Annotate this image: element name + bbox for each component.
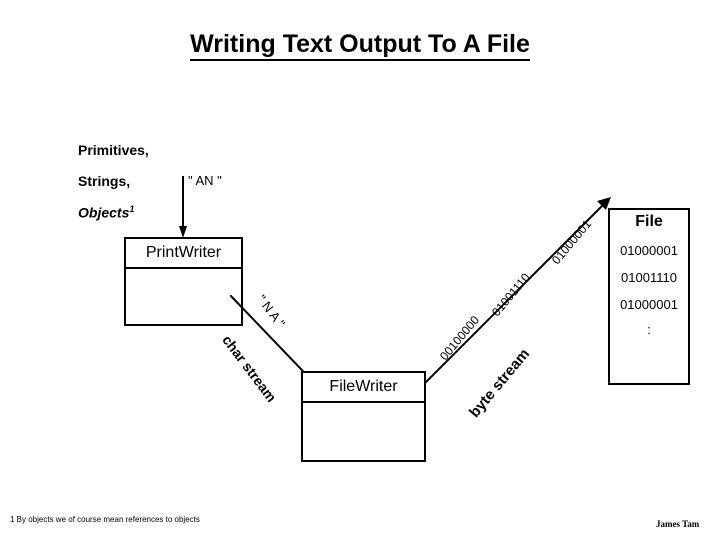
class-box-filewriter-body — [303, 403, 424, 460]
source-label-primitives: Primitives, — [78, 142, 149, 158]
source-label-strings: Strings, — [78, 173, 131, 189]
arrow-down-icon — [179, 176, 187, 238]
file-box-title: File — [635, 213, 663, 230]
file-lines-ellipsis: : — [647, 322, 651, 337]
class-box-printwriter-title: PrintWriter — [126, 239, 241, 269]
footnote-marker: 1 — [129, 204, 135, 214]
author-credit: James Tam — [656, 519, 700, 529]
class-box-filewriter-title: FileWriter — [303, 373, 424, 403]
class-box-filewriter[interactable]: FileWriter — [301, 371, 426, 462]
page-title: Writing Text Output To A File — [0, 30, 720, 61]
char-input-label: " AN " — [188, 173, 222, 188]
file-line-1: 01001110 — [621, 270, 677, 285]
footnote-text: 1 By objects we of course mean reference… — [10, 515, 200, 524]
arrow-byte-stream-icon — [425, 197, 611, 384]
source-label-objects-text: Objects — [78, 204, 130, 221]
file-box[interactable]: File 01000001 01001110 01000001 : — [608, 208, 690, 385]
class-box-printwriter[interactable]: PrintWriter — [124, 237, 243, 326]
page-title-text: Writing Text Output To A File — [190, 30, 530, 61]
file-line-2: 01000001 — [620, 297, 678, 312]
source-label-objects: Objects1 — [78, 204, 134, 221]
file-line-0: 01000001 — [620, 243, 678, 258]
class-box-printwriter-body — [126, 269, 241, 324]
